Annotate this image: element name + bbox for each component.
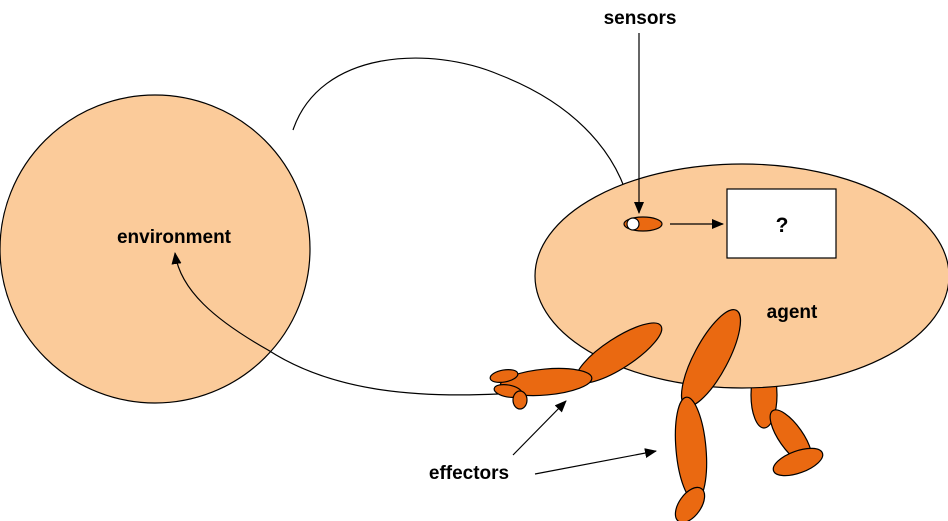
agent-front-leg: [674, 309, 742, 521]
agent-label: agent: [767, 302, 818, 323]
left-foot: [674, 486, 706, 521]
box-question-mark: ?: [776, 214, 789, 237]
environment-label: environment: [117, 227, 232, 248]
sensor-eye: [626, 217, 640, 231]
effectors-label: effectors: [429, 463, 509, 484]
thumb: [512, 390, 528, 410]
environment-ellipse: [0, 94, 311, 404]
effectors-pointer-leg: [534, 448, 657, 475]
effector-arm: [489, 322, 663, 410]
agent-program-box: [726, 188, 837, 259]
finger: [489, 369, 519, 383]
effectors-pointer-arm: [512, 400, 567, 456]
action-arrow: [171, 252, 499, 396]
right-foot: [772, 447, 824, 477]
left-shin: [674, 396, 708, 502]
sensors-label: sensors: [604, 8, 677, 29]
percept-arrow: [292, 57, 635, 215]
